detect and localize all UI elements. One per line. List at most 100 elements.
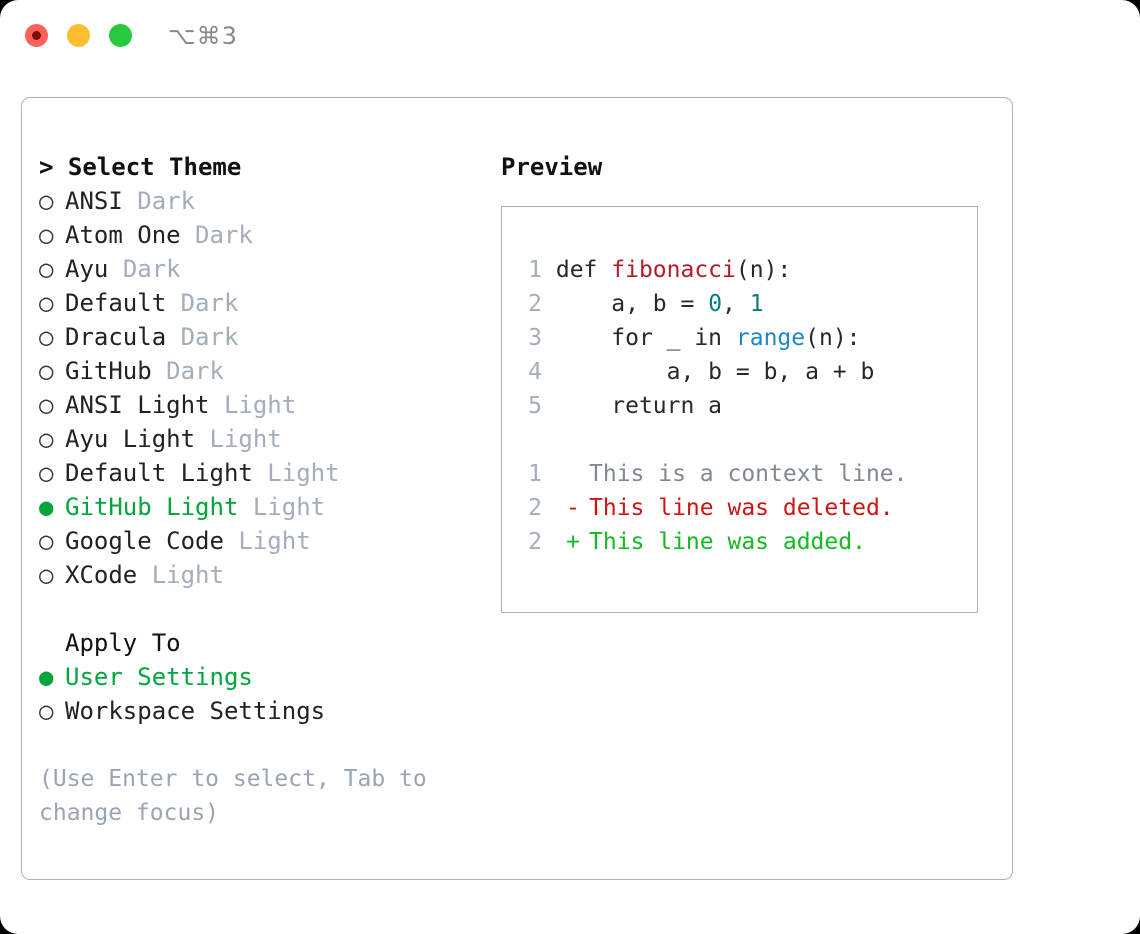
code-token: return a [555, 393, 723, 419]
diff-sign-plus: + [566, 529, 580, 555]
apply-to-item-label: Workspace Settings [65, 697, 326, 725]
theme-name: Ayu Light [65, 425, 196, 453]
code-token: (n): [735, 257, 792, 283]
apply-to-item-workspace-settings[interactable]: ○ Workspace Settings [39, 694, 479, 728]
theme-tag: Dark [122, 255, 181, 283]
preview-pane: Preview 1 def fibonacci(n): 2 a, b = 0, … [501, 150, 991, 613]
theme-tag: Light [238, 527, 311, 555]
radio-icon: ○ [39, 323, 54, 351]
theme-tag: Dark [180, 323, 239, 351]
traffic-lights [25, 24, 132, 47]
radio-icon: ○ [39, 391, 54, 419]
code-token-number: 0 [708, 291, 723, 317]
page-title-label: Select Theme [67, 153, 242, 181]
theme-name: GitHub [65, 357, 152, 385]
code-line: 5 return a [520, 389, 969, 423]
list-item[interactable]: ○Ayu Light Light [39, 422, 479, 456]
theme-picker: > Select Theme ○ ANSI Dark ○ Atom One Dark… [39, 150, 479, 830]
radio-icon: ○ [39, 527, 54, 555]
list-item-selected[interactable]: ● GitHub Light Light [39, 490, 479, 524]
theme-name: Google Code [65, 527, 224, 555]
code-token: (n): [805, 325, 861, 351]
theme-tag: Dark [180, 289, 239, 317]
code-token: for _ in [555, 325, 736, 351]
theme-name: XCode [65, 561, 138, 589]
preview-title: Preview [501, 153, 603, 181]
code-blank-line [520, 423, 969, 457]
theme-tag: Light [223, 391, 297, 419]
list-item[interactable]: ○ANSI Dark [39, 184, 479, 218]
theme-tag: Light [151, 561, 224, 589]
code-token: , [722, 291, 750, 317]
line-number: 2 [528, 529, 542, 555]
list-item[interactable]: ○ Google Code Light [39, 524, 479, 558]
theme-name: Dracula [65, 323, 167, 351]
line-number: 3 [528, 325, 542, 351]
keyboard-shortcut-label: ⌥⌘3 [168, 22, 238, 50]
list-spacer [39, 592, 479, 626]
code-token-function: fibonacci [611, 257, 736, 283]
caret-prompt-icon: > [39, 153, 54, 181]
line-number: 2 [528, 495, 542, 521]
apply-to-item-user-settings[interactable]: ● User Settings [39, 660, 479, 694]
main-panel: > Select Theme ○ ANSI Dark ○ Atom One Dark… [21, 97, 1013, 880]
diff-line-added: 2 + This line was added. [520, 525, 969, 559]
apply-to-item-label: User Settings [65, 663, 253, 691]
line-number: 4 [528, 359, 542, 385]
theme-name: Ayu [65, 255, 109, 283]
list-item[interactable]: ○Ayu Dark [39, 252, 479, 286]
list-item[interactable]: ○ANSI Light Light [39, 388, 479, 422]
keyboard-hint: (Use Enter to select, Tab to change focu… [39, 766, 441, 826]
theme-list: ○ANSI Dark ○Atom One Dark ○Ayu Dark ○Def… [39, 184, 479, 592]
diff-line-deleted: 2-This line was deleted. [520, 491, 969, 525]
line-number: 1 [528, 461, 542, 487]
theme-tag: Light [252, 493, 326, 521]
minimize-button[interactable] [67, 24, 90, 47]
theme-name: ANSI [65, 187, 123, 215]
zoom-button[interactable] [109, 24, 132, 47]
code-line: 1 def fibonacci(n): [520, 253, 969, 287]
code-token: def [555, 257, 612, 283]
theme-tag: Dark [195, 221, 253, 249]
theme-name: Default Light [65, 459, 253, 487]
radio-icon-selected: ● [39, 663, 54, 691]
line-number: 2 [528, 291, 542, 317]
code-token-call: range [735, 325, 806, 351]
radio-icon: ○ [39, 561, 54, 589]
list-item[interactable]: ○Default Dark [39, 286, 479, 320]
close-button[interactable] [25, 24, 48, 47]
apply-to-list: ● User Settings ○ Workspace Settings [39, 660, 479, 728]
theme-name: Atom One [65, 221, 181, 249]
radio-icon: ○ [39, 425, 54, 453]
list-item[interactable]: ○ XCode Light [39, 558, 479, 592]
list-item[interactable]: ○ GitHub Dark [39, 354, 479, 388]
preview-box: 1 def fibonacci(n): 2 a, b = 0, 1 3 for … [501, 206, 978, 613]
code-line: 2 a, b = 0, 1 [520, 287, 969, 321]
diff-text: This line was added. [589, 529, 866, 555]
radio-icon: ○ [39, 697, 54, 725]
code-sample: 1 def fibonacci(n): 2 a, b = 0, 1 3 for … [520, 253, 969, 559]
code-token: a, b = [555, 291, 709, 317]
hint-spacer [39, 728, 479, 762]
theme-name: Default [65, 289, 167, 317]
theme-name: GitHub Light [65, 493, 239, 521]
radio-icon-selected: ● [39, 493, 54, 521]
code-token: a, b = b, a + b [555, 359, 875, 385]
radio-icon: ○ [39, 357, 54, 385]
list-item[interactable]: ○ Default Light Light [39, 456, 479, 490]
title-bar: ⌥⌘3 [0, 0, 1140, 78]
list-item[interactable]: ○ Dracula Dark [39, 320, 479, 354]
code-token-number: 1 [749, 291, 764, 317]
page-title: > Select Theme [39, 150, 479, 184]
radio-icon: ○ [39, 187, 54, 215]
list-item[interactable]: ○ Atom One Dark [39, 218, 479, 252]
radio-icon: ○ [39, 221, 54, 249]
line-number: 1 [528, 257, 542, 283]
theme-tag: Dark [166, 357, 224, 385]
diff-sign-minus: - [566, 495, 580, 521]
apply-to-heading: Apply To [39, 626, 479, 660]
code-line: 4 a, b = b, a + b [520, 355, 969, 389]
radio-icon: ○ [39, 459, 54, 487]
theme-tag: Light [267, 459, 340, 487]
